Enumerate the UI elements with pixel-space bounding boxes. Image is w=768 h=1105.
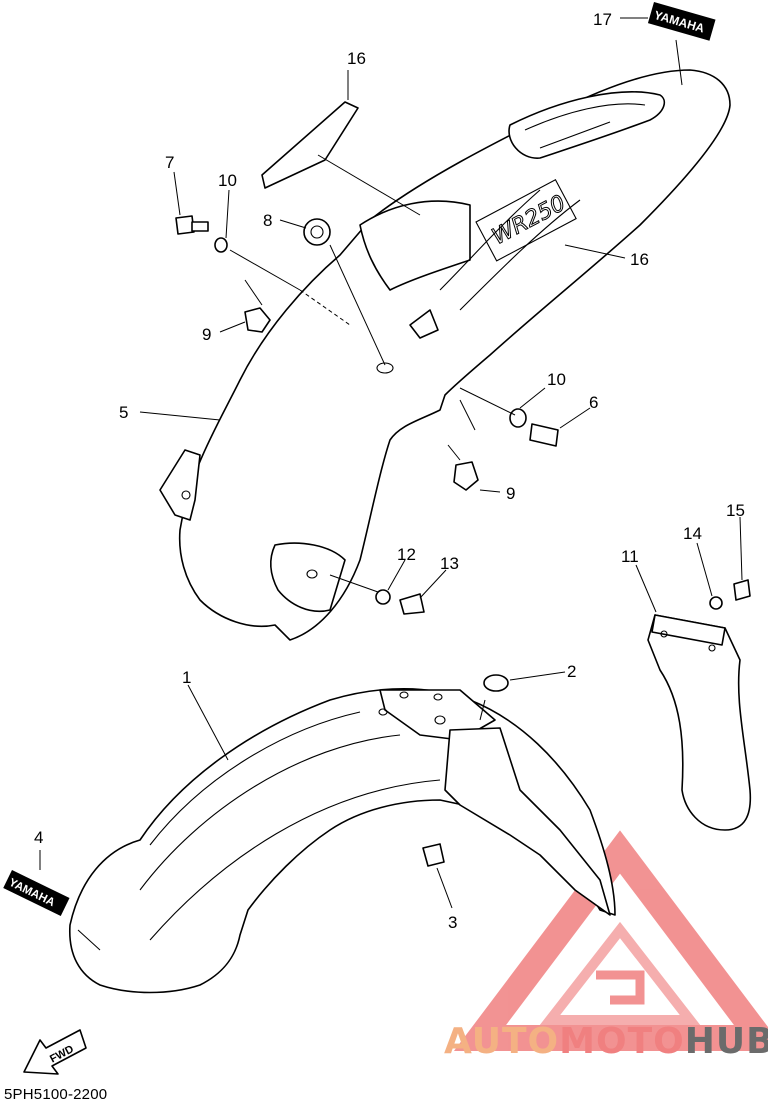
callout-9: 9 — [506, 484, 515, 503]
callout-12: 13 — [440, 554, 459, 573]
callout-5: 5 — [119, 403, 128, 422]
callout-15: 14 — [683, 524, 702, 543]
fwd-arrow: FWD — [23, 1029, 87, 1075]
watermark-logo — [453, 830, 768, 1051]
callout-8: 8 — [263, 211, 272, 230]
callout-16: 16 — [630, 250, 649, 269]
callout-17: 17 — [593, 10, 612, 29]
callout-3: 3 — [448, 913, 457, 932]
watermark-hub: HUB — [684, 1021, 768, 1062]
callout-7: 7 — [165, 153, 174, 172]
rear-fender: WR250 — [159, 69, 731, 641]
watermark-auto: AUTO — [444, 1021, 560, 1062]
callout-labels: 17 16 7 10 8 16 9 10 5 6 9 15 14 12 11 1… — [34, 10, 745, 932]
diagram-code: 5PH5100-2200 — [4, 1086, 108, 1103]
callout-16: 16 — [347, 49, 366, 68]
fasteners — [175, 215, 751, 867]
leader-lines — [39, 17, 743, 951]
decal-16 — [261, 101, 359, 189]
decal-17: YAMAHA — [647, 2, 716, 41]
callout-11: 11 — [621, 547, 639, 566]
callout-4: 4 — [34, 828, 43, 847]
watermark-text: AUTOMOTOHUB — [444, 1021, 768, 1062]
decal-4: YAMAHA — [3, 870, 70, 917]
watermark-moto: MOTO — [559, 1021, 685, 1062]
callout-14: 15 — [726, 501, 745, 520]
mud-flap — [647, 614, 752, 831]
callout-1: 1 — [182, 668, 191, 687]
callout-9: 9 — [202, 325, 211, 344]
callout-10: 10 — [547, 370, 566, 389]
callout-2: 2 — [567, 662, 576, 681]
callout-10: 10 — [218, 171, 237, 190]
callout-13: 12 — [397, 545, 416, 564]
callout-6: 6 — [589, 393, 598, 412]
front-fender — [69, 688, 616, 994]
